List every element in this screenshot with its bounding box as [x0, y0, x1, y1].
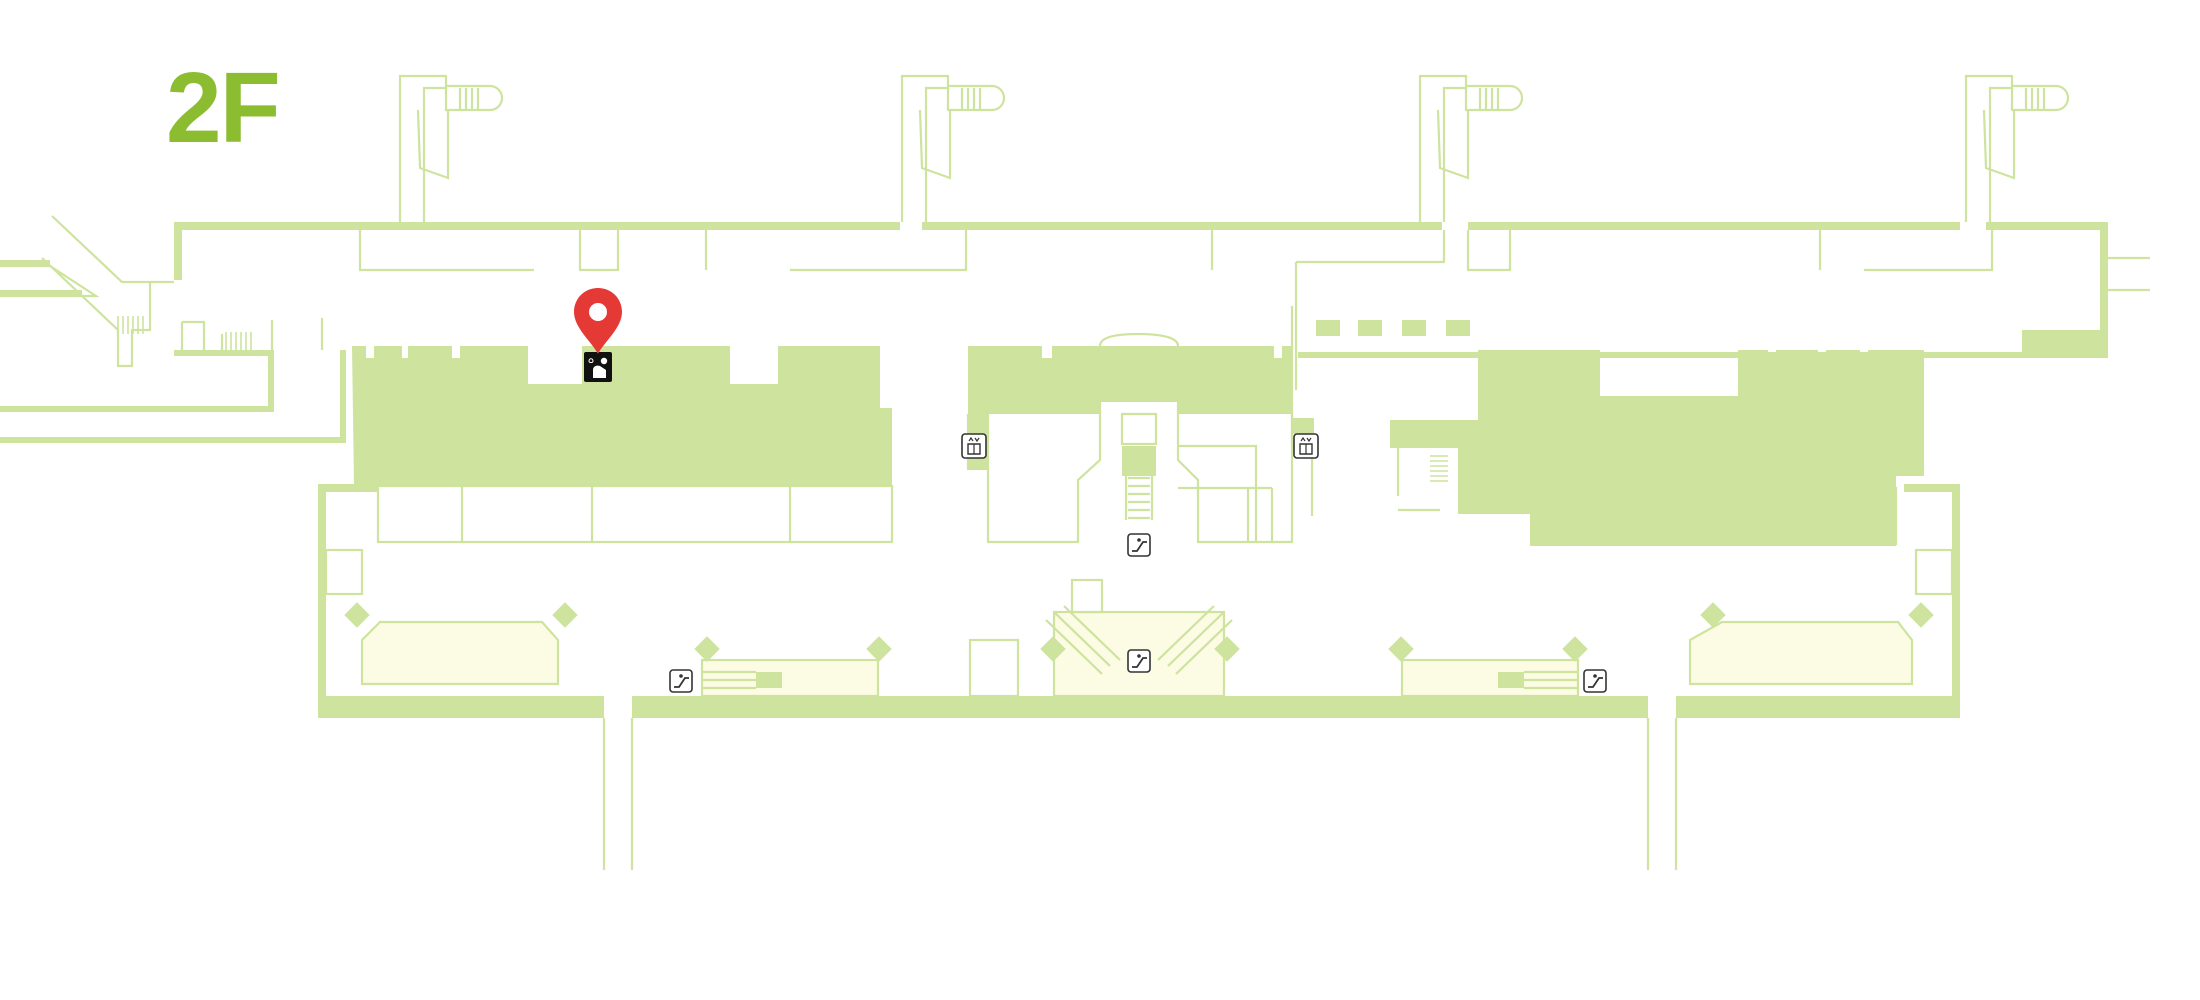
zone-right[interactable] [1688, 620, 1914, 686]
wall-segment [318, 484, 326, 714]
shop-unit-row[interactable] [376, 484, 894, 544]
wall-segment [318, 696, 604, 718]
wall-segment [340, 350, 346, 443]
zone-left[interactable] [360, 620, 560, 686]
shop-block-left[interactable] [352, 346, 892, 486]
wall-segment [174, 222, 182, 280]
center-escalators [1045, 605, 1233, 675]
shop-unit-row[interactable] [1570, 486, 1898, 546]
shop-unit[interactable] [1914, 548, 1954, 596]
wall-segment [1676, 696, 1960, 718]
column-marker [1388, 636, 1414, 662]
escalator-icon[interactable] [1583, 669, 1607, 693]
zone-kiosk[interactable] [1070, 578, 1104, 614]
wall-segment [0, 290, 82, 296]
wall-segment [1904, 484, 1960, 492]
shop-blocks [352, 320, 1924, 546]
lower-zones [360, 578, 1914, 698]
dash-block [1402, 320, 1426, 336]
shop-block-right[interactable] [1390, 350, 1924, 546]
shop-unit[interactable] [324, 548, 364, 596]
wall-segment [318, 484, 378, 492]
zone-left-center[interactable] [700, 658, 880, 698]
wall-segment [1986, 222, 2108, 230]
gate-bridge [1418, 74, 1524, 222]
wall-segment [0, 406, 274, 412]
shop-block-center-right[interactable] [1178, 346, 1292, 414]
wall-segment [632, 696, 1648, 718]
column-marker [866, 636, 892, 662]
gate-bridge [398, 74, 504, 222]
escalator-icon[interactable] [1127, 649, 1151, 673]
wall-segment [922, 222, 1442, 230]
center-core[interactable] [1088, 346, 1178, 414]
escalator-icon[interactable] [1127, 533, 1151, 557]
elevator-icon[interactable] [1293, 433, 1319, 459]
baby-care-room-icon[interactable] [584, 352, 612, 382]
corridor-walls [0, 222, 2108, 718]
dash-block [1446, 320, 1470, 336]
wall-segment [1952, 484, 1960, 714]
gate-bridge [900, 74, 1006, 222]
shop-block-center-left[interactable] [968, 346, 1100, 470]
wall-segment [0, 437, 346, 443]
thin-walls [0, 74, 2150, 870]
dash-block [1316, 320, 1340, 336]
location-pin[interactable] [574, 288, 622, 354]
side-escalators [702, 670, 1578, 690]
elevator-icon[interactable] [961, 433, 987, 459]
column-marker [1908, 602, 1934, 628]
block-small [1292, 418, 1314, 434]
center-stairs [1122, 446, 1156, 520]
zone-kiosk[interactable] [968, 638, 1020, 698]
wall-segment [1298, 352, 2108, 358]
zone-right-center[interactable] [1400, 658, 1580, 698]
column-marker [344, 602, 370, 628]
wall-segment [1468, 222, 1960, 230]
column-marker [1562, 636, 1588, 662]
escalator-icon[interactable] [669, 669, 693, 693]
dash-block [1358, 320, 1382, 336]
column-marker [552, 602, 578, 628]
wall-segment [174, 222, 900, 230]
gate-bridge [1964, 74, 2070, 222]
column-marker [694, 636, 720, 662]
wall-segment [268, 350, 274, 412]
wall-segment [2100, 222, 2108, 358]
wall-segment [174, 350, 274, 356]
wall-segment [0, 260, 50, 266]
floor-label: 2F [166, 52, 281, 164]
